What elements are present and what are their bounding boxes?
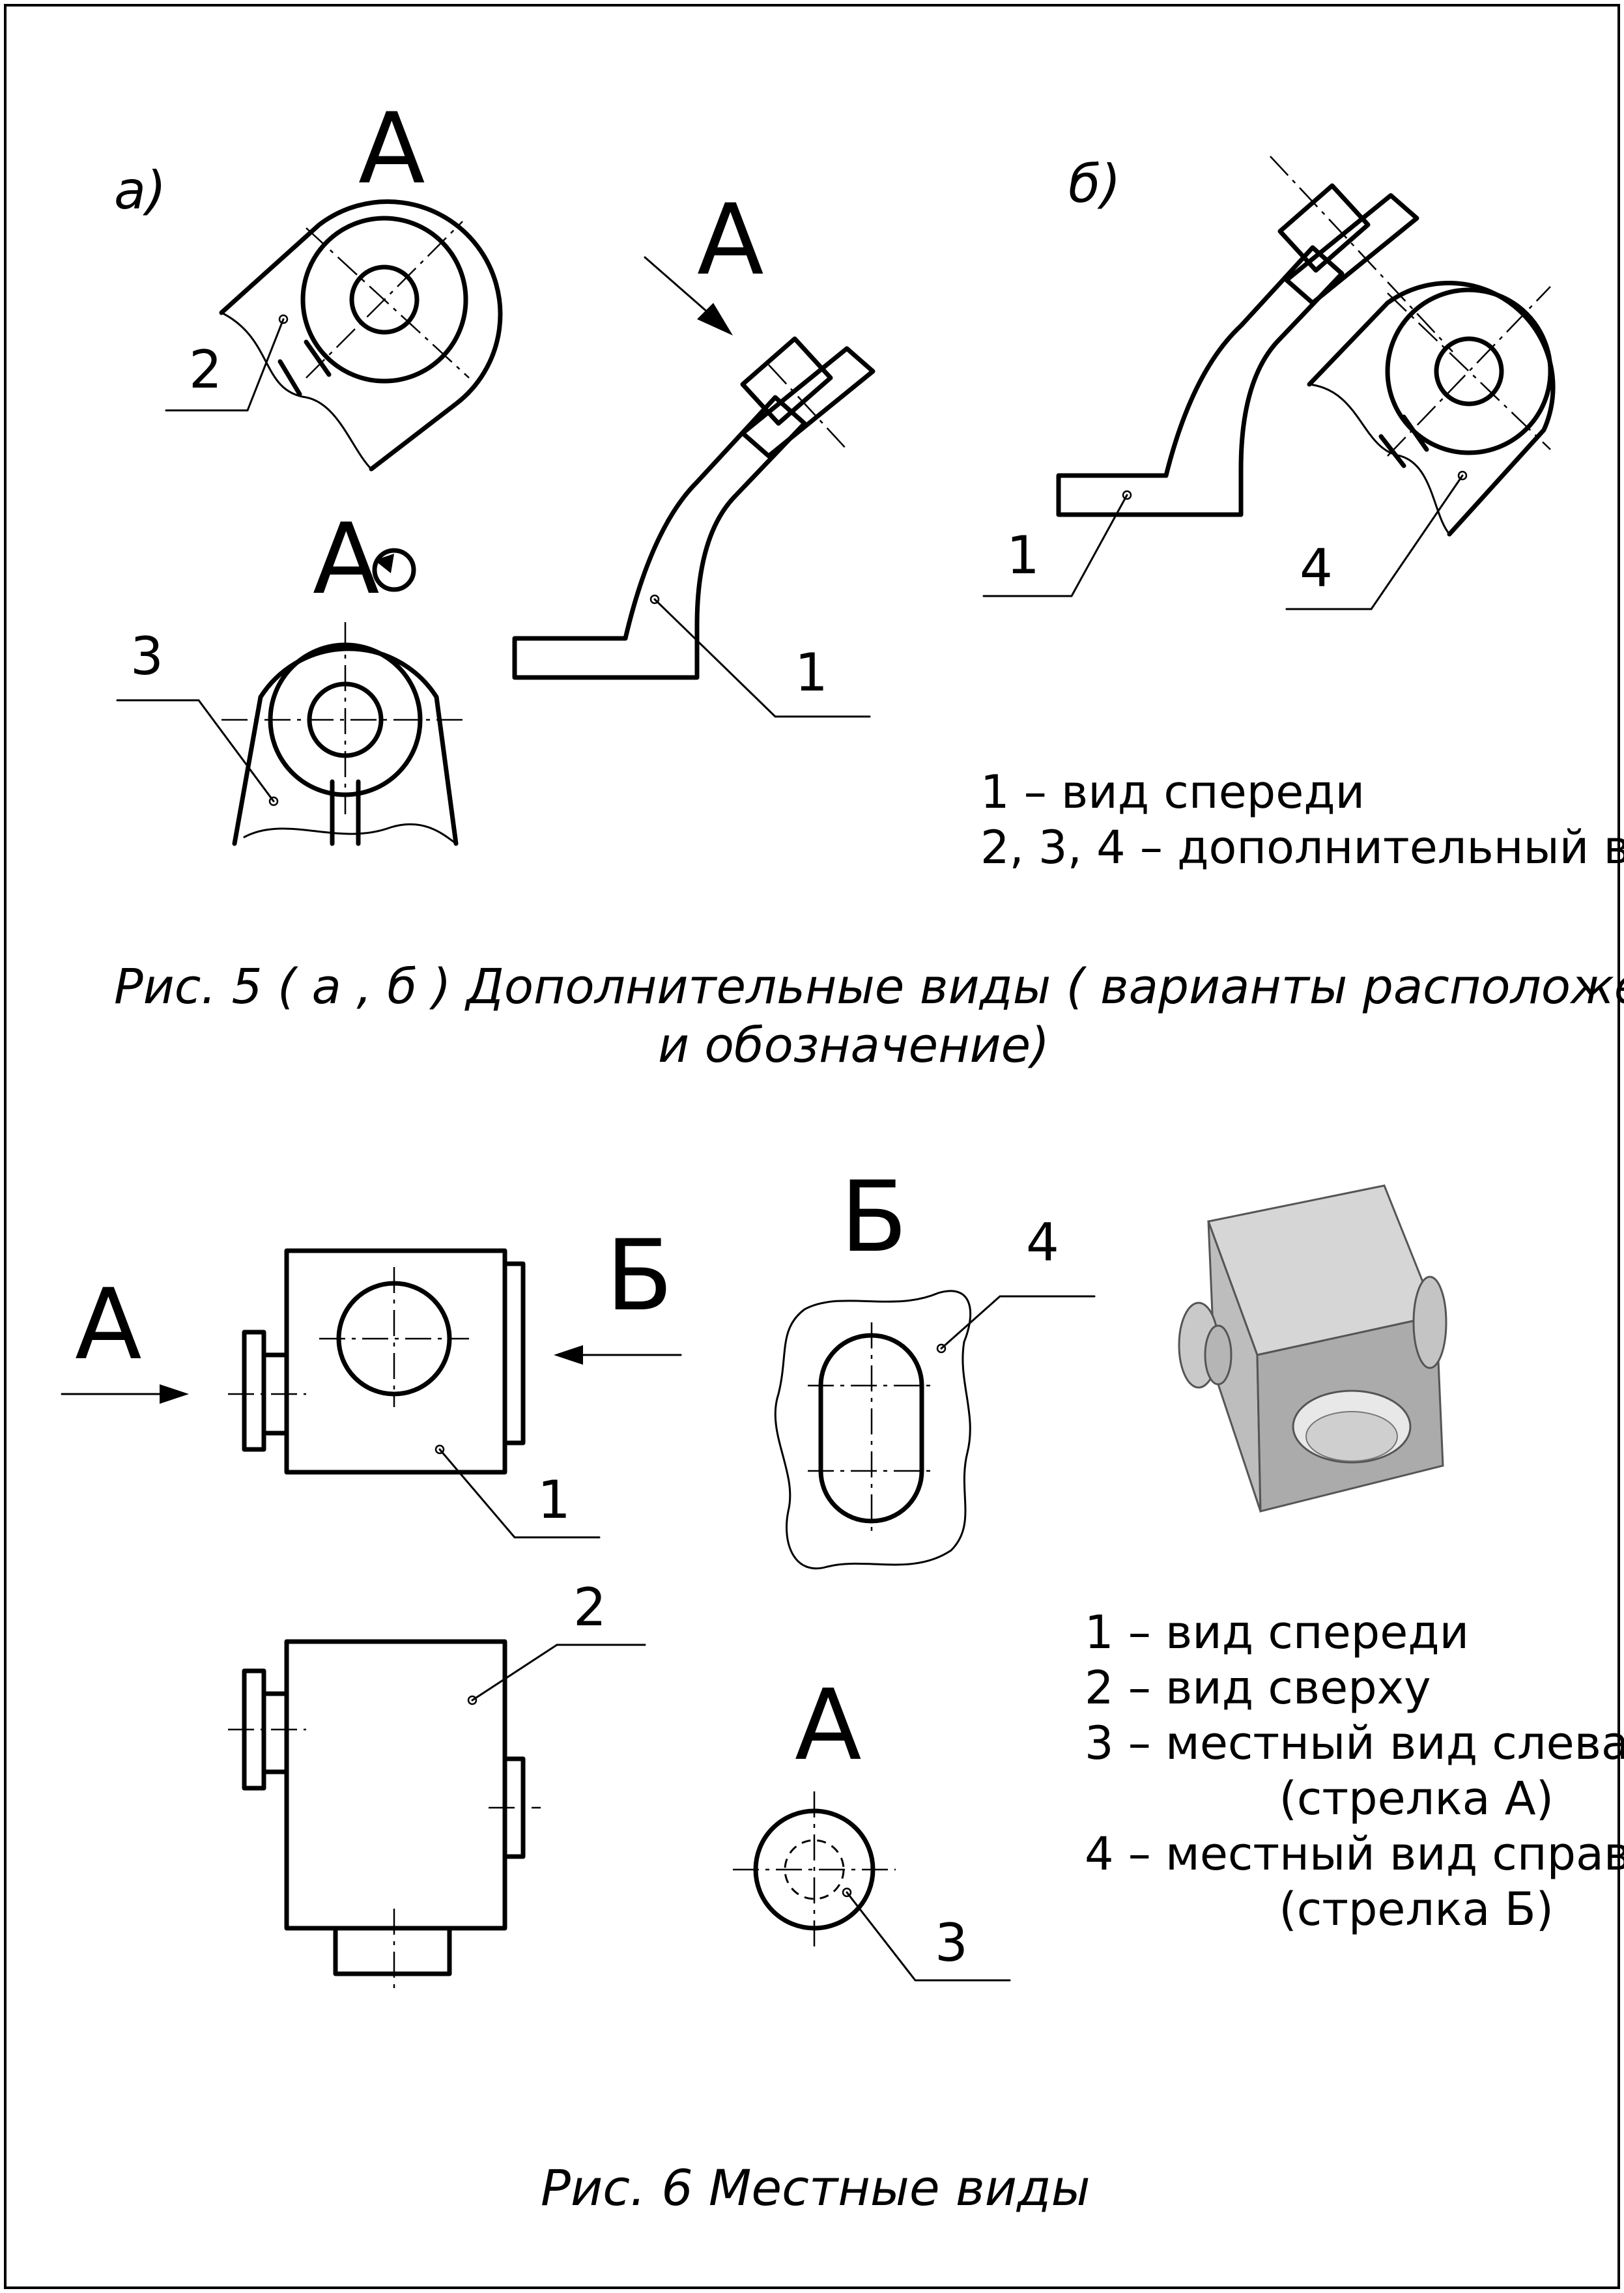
view2-axis-2 (306, 221, 463, 378)
fig6-callout-1: 1 (537, 1470, 571, 1530)
view-letter-a-rotated: А (313, 503, 380, 616)
fig5-legend-line1: 1 – вид спереди (980, 765, 1365, 819)
fig6-arrowhead-b (554, 1345, 583, 1365)
fig5-caption-line1: Рис. 5 ( а , б ) Дополнительные виды ( в… (114, 959, 1624, 1015)
callout-4: 4 (1300, 538, 1333, 599)
fig6-legend-line1: 1 – вид спереди (1085, 1606, 1469, 1659)
view-letter-a-arrow: А (697, 184, 764, 297)
bracket-boss (740, 336, 833, 426)
fig5-legend-line2: 2, 3, 4 – дополнительный вид (980, 821, 1624, 874)
fig6-view3-leader (846, 1891, 1011, 1982)
bracket-boss-b (1277, 183, 1371, 273)
fig6-left-flange (242, 1330, 266, 1452)
fig6-top-body (284, 1639, 507, 1931)
fig6-letter-b-arrow: Б (606, 1219, 673, 1333)
callout-2: 2 (189, 339, 222, 400)
view2-slot (278, 339, 332, 397)
iso-bore-inner (1305, 1411, 1398, 1462)
fig6-right-boss (502, 1261, 526, 1446)
fig6-callout-2: 2 (573, 1577, 606, 1638)
fig6-legend-line4: (стрелка А) (1279, 1772, 1554, 1825)
arrowhead-a (697, 303, 733, 335)
fig5-label-a: а) (114, 160, 166, 221)
fig6-legend-line5: 4 – местный вид справа (1085, 1827, 1624, 1881)
fig6-view4-leader (940, 1295, 1096, 1350)
view4-break-line (1308, 383, 1451, 535)
fig6-legend-line6: (стрелка Б) (1279, 1883, 1554, 1936)
fig5-label-b: б) (1068, 154, 1121, 214)
sheet-frame (4, 4, 1620, 2289)
view4-bore (1434, 336, 1504, 406)
view2-outline (219, 199, 503, 472)
fig6-arrowhead-a (160, 1384, 189, 1404)
fig6-top-bottom-boss (333, 1926, 452, 1976)
fig6-view1-leader (438, 1448, 601, 1539)
rotation-sign-icon (372, 548, 416, 592)
view3-break-line (243, 823, 457, 845)
view2-outer-ring (300, 216, 468, 384)
callout-1: 1 (795, 642, 828, 703)
fig6-letter-a-left: А (75, 1268, 142, 1382)
fig6-view4-break-outline (774, 1290, 972, 1570)
fig6-view2-leader (471, 1644, 646, 1702)
rotation-sign-arrowhead (375, 554, 394, 573)
view4-outline (1307, 280, 1556, 537)
bracket-plate (740, 346, 876, 459)
fig6-local-view-4: Б 4 (774, 1161, 1096, 1570)
front-view-1b: 1 (982, 156, 1453, 597)
callout-1b: 1 (1006, 525, 1040, 586)
view2-leader (165, 318, 285, 412)
view2-break-line (220, 311, 373, 470)
bracket-body-b (1056, 245, 1345, 517)
fig6-legend-line3: 3 – местный вид слева (1085, 1716, 1624, 1770)
fig6-callout-4: 4 (1026, 1212, 1059, 1273)
fig5-caption-line2: и обозначение) (658, 1018, 1049, 1074)
auxiliary-view-2: 2 (165, 199, 503, 472)
fig6-front-view-1: 1 (228, 1248, 601, 1539)
callout-3: 3 (130, 626, 164, 687)
fig6-callout-3: 3 (935, 1913, 968, 1973)
fig6-local-view-3: А 3 (733, 1669, 1011, 1982)
view4-leader (1285, 474, 1464, 610)
view4-outer-ring (1385, 287, 1553, 455)
view2-bore (349, 264, 420, 335)
fig6-letter-b-view: Б (840, 1161, 907, 1274)
iso-right-boss (1412, 1275, 1447, 1369)
auxiliary-view-4: 4 (1285, 280, 1556, 610)
view4-axis-2 (1387, 286, 1551, 457)
view1-leader (653, 598, 871, 718)
view2-axis-1 (306, 227, 470, 378)
fig5-variant-a: а) А 2 А 1 (114, 93, 876, 846)
axis-b-connect (1270, 156, 1453, 352)
fig6-top-left-stem (261, 1691, 289, 1774)
fig6: А 1 Б Б (61, 1161, 1447, 1990)
fig6-isometric-render (1178, 1184, 1447, 1513)
auxiliary-view-3: А 3 (116, 503, 469, 846)
view-letter-a-top: А (358, 93, 425, 206)
view4-slot (1378, 414, 1429, 468)
fig6-letter-a-view: А (795, 1669, 862, 1782)
view3-outline (232, 646, 459, 846)
fig6-caption: Рис. 6 Местные виды (541, 2159, 1090, 2217)
iso-left-stem (1204, 1324, 1232, 1386)
view3-leader (116, 699, 275, 803)
fig6-top-view-2: 2 (228, 1577, 646, 1990)
bracket-plate-b (1284, 193, 1419, 306)
front-view-1: 1 (512, 336, 876, 718)
view1b-leader (982, 494, 1128, 597)
fig5-variant-b: б) 1 4 (982, 154, 1556, 610)
view4-axis-1 (1387, 292, 1551, 450)
fig6-legend-line2: 2 – вид сверху (1085, 1661, 1431, 1715)
bracket-axis (768, 364, 848, 450)
bracket-body (512, 395, 807, 680)
